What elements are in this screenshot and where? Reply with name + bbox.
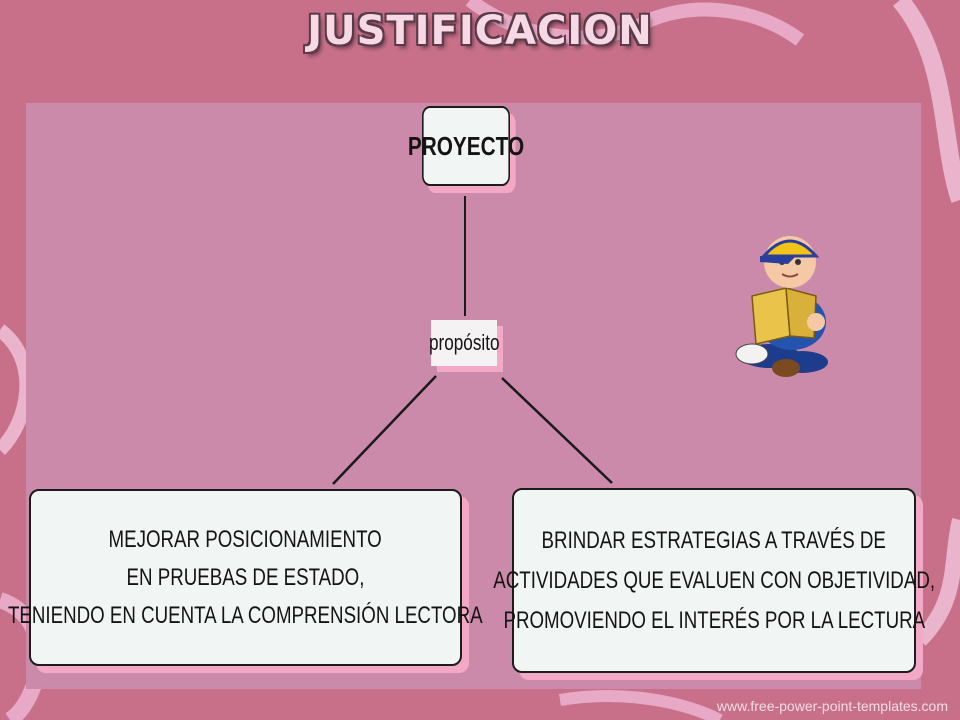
left-goal-box: MEJORAR POSICIONAMIENTO EN PRUEBAS DE ES…: [8, 489, 483, 666]
slide-title: JUSTIFICACION: [307, 8, 653, 54]
boy-reading-book-icon: [735, 236, 828, 377]
connector-purpose-to-right: [501, 377, 613, 484]
root-node-box: PROYECTO: [408, 106, 524, 186]
right-goal-line-3: PROMOVIENDO EL INTERÉS POR LA LECTURA: [503, 606, 925, 634]
footer-website: www.free-power-point-templates.com: [716, 698, 948, 714]
right-goal-line-1: BRINDAR ESTRATEGIAS A TRAVÉS DE: [541, 526, 887, 554]
left-goal-line-2: EN PRUEBAS DE ESTADO,: [126, 563, 365, 591]
right-goal-line-2: ACTIVIDADES QUE EVALUEN CON OBJETIVIDAD,: [493, 566, 935, 594]
left-goal-line-1: MEJORAR POSICIONAMIENTO: [108, 525, 383, 553]
purpose-node-label: propósito: [428, 330, 500, 355]
root-node-label: PROYECTO: [407, 130, 525, 161]
connector-purpose-to-left: [332, 375, 437, 485]
right-goal-box: BRINDAR ESTRATEGIAS A TRAVÉS DE ACTIVIDA…: [493, 488, 935, 673]
purpose-node-box: propósito: [428, 320, 500, 366]
left-goal-line-3: TENIENDO EN CUENTA LA COMPRENSIÓN LECTOR…: [8, 601, 483, 629]
